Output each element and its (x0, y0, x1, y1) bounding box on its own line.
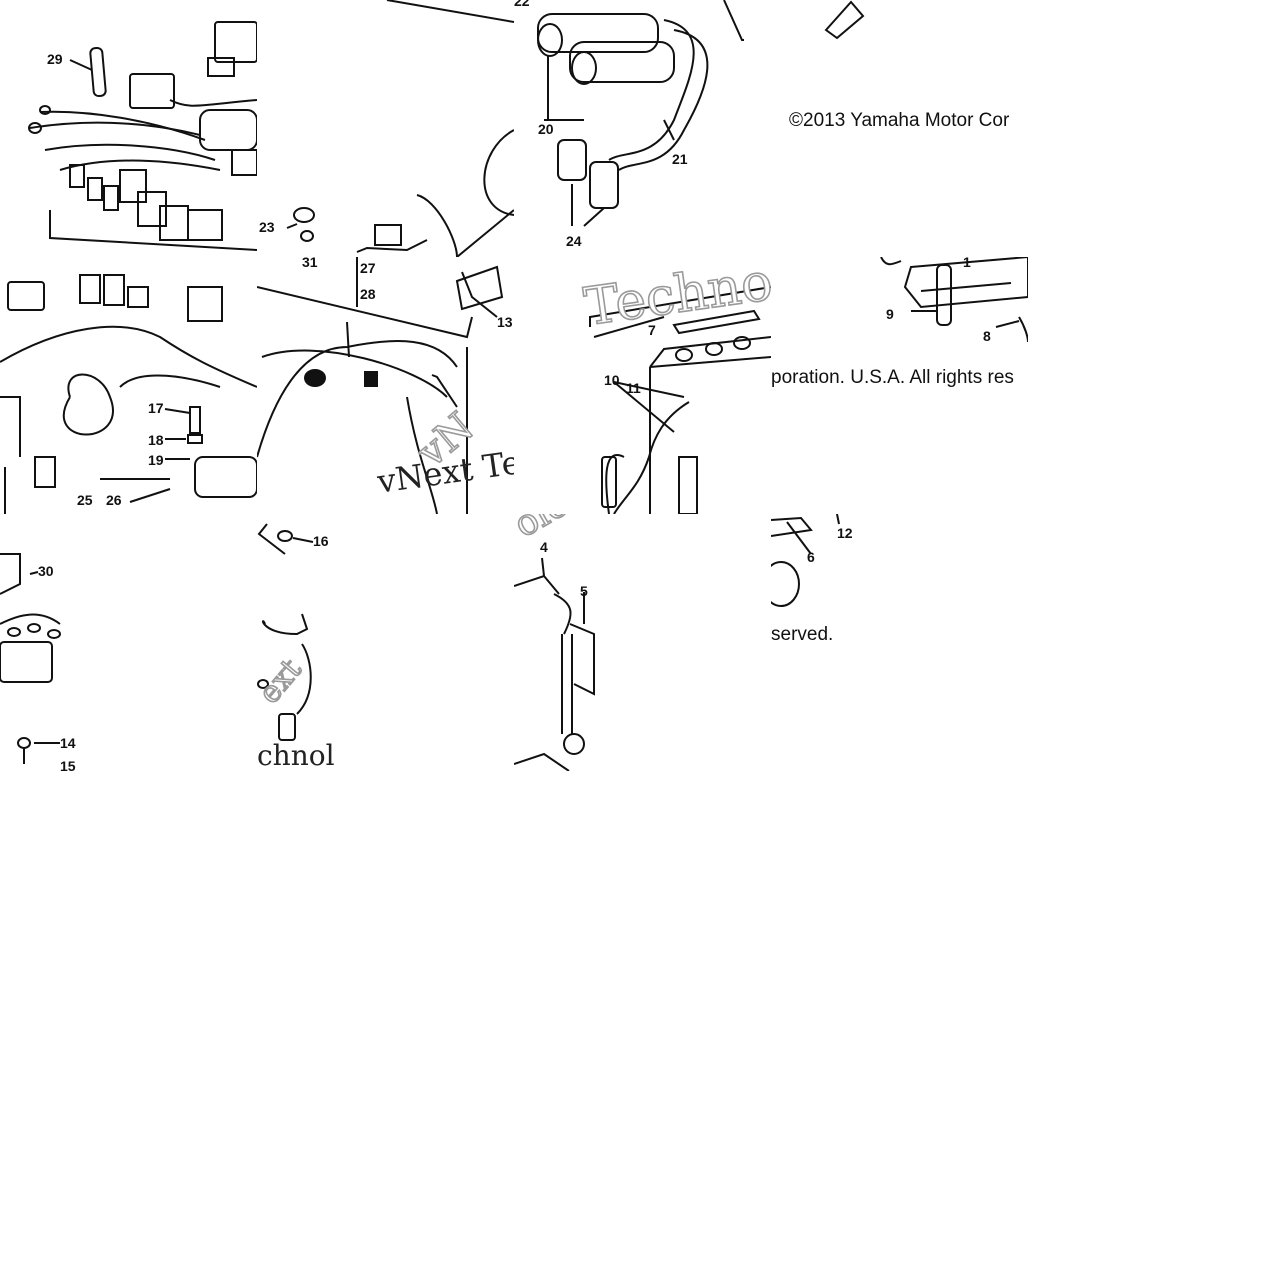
callout-7: 7 (648, 322, 656, 338)
callout-28: 28 (360, 286, 376, 302)
fwd-arrow-drawing (824, 0, 865, 40)
callout-30: 30 (38, 563, 54, 579)
coils-drawing: 20 21 24 22 (514, 0, 744, 249)
diagram-tile-harness-low: 30 14 15 (0, 514, 80, 771)
diagram-tile-cable: 4 5 olo (514, 514, 771, 771)
diagram-tile-copyright-top: ©2013 Yamaha Motor Cor (771, 0, 1028, 257)
frame-drawing: 23 (259, 0, 514, 257)
callout-22: 22 (514, 0, 530, 9)
callout-31: 31 (302, 257, 318, 270)
callout-12: 12 (837, 525, 853, 541)
callout-19: 19 (148, 452, 164, 468)
callout-9: 9 (886, 306, 894, 322)
callout-11: 11 (626, 380, 641, 396)
wiring-seat-drawing: 27 28 13 31 (257, 257, 513, 514)
callout-27: 27 (360, 260, 376, 276)
diagram-tile-ignitor: 16 ext chnol (257, 514, 337, 771)
callout-25: 25 (77, 492, 93, 508)
harness-low-drawing: 30 14 15 (0, 553, 76, 771)
callout-16: 16 (313, 533, 329, 549)
copyright-text-part3: served. (771, 624, 834, 645)
diagram-tile-copyright-mid: 9 8 1 poration. U.S.A. All rights res (771, 257, 1028, 514)
callout-18: 18 (148, 432, 164, 448)
pad-drawing: 6 12 (771, 514, 853, 607)
callout-10: 10 (604, 372, 620, 388)
callout-4: 4 (540, 539, 548, 555)
harness-drawing: 29 (28, 21, 257, 251)
harness-mid-drawing: 17 18 19 25 26 (0, 274, 257, 514)
watermark-chnol: chnol (257, 739, 335, 771)
copyright-text-part2: poration. U.S.A. All rights res (771, 367, 1014, 388)
diagram-tile-battery: 7 10 11 Techno (514, 257, 771, 514)
callout-1: 1 (963, 257, 971, 270)
callout-15: 15 (60, 758, 76, 771)
callout-20: 20 (538, 121, 554, 137)
diagram-tile-wiring-seat: 27 28 13 31 vNext Te vN (257, 257, 514, 514)
callout-5: 5 (580, 583, 588, 599)
diagram-tile-frame: 23 (257, 0, 514, 257)
diagram-tile-harness-top: 29 (0, 0, 257, 257)
callout-24: 24 (566, 233, 582, 249)
copyright-text-part1: ©2013 Yamaha Motor Cor (789, 110, 1010, 131)
callout-29: 29 (47, 51, 63, 67)
ignitor-drawing: 16 (257, 523, 329, 741)
callout-21: 21 (672, 151, 688, 167)
callout-6: 6 (807, 549, 815, 565)
battery-drawing: 7 10 11 (589, 286, 771, 514)
diagram-tile-harness-mid: 17 18 19 25 26 (0, 257, 257, 514)
callout-8: 8 (983, 328, 991, 344)
callout-26: 26 (106, 492, 122, 508)
diagram-tile-coils: 20 21 24 22 (514, 0, 771, 257)
callout-13: 13 (497, 314, 513, 330)
callout-23: 23 (259, 219, 275, 235)
diagram-tile-copyright-end: 6 12 served. (771, 514, 871, 654)
callout-14: 14 (60, 735, 76, 751)
callout-17: 17 (148, 400, 164, 416)
cable-drawing: 4 5 (514, 539, 595, 771)
bracket-drawing: 9 8 1 (880, 257, 1028, 344)
